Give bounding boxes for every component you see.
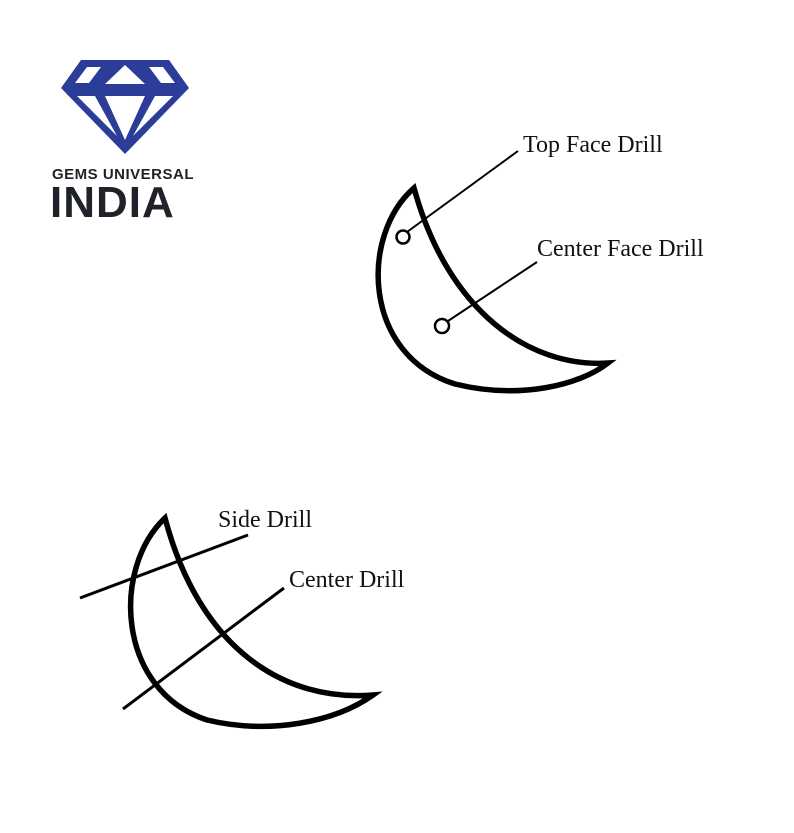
top-face-drill-hole — [395, 229, 411, 245]
moon-face-drill-diagram: Top Face Drill Center Face Drill — [375, 132, 704, 394]
top-face-drill-label: Top Face Drill — [523, 132, 663, 158]
center-face-drill-leader — [447, 261, 538, 322]
side-drill-line — [79, 533, 249, 600]
moon-shape-face — [375, 183, 617, 394]
moon-side-drill-diagram: Side Drill Center Drill — [79, 507, 405, 730]
brand-logo: GEMS UNIVERSAL INDIA — [48, 56, 208, 227]
moon-shape-side — [127, 512, 383, 730]
center-face-drill-label: Center Face Drill — [537, 236, 704, 262]
center-drill-line — [122, 586, 285, 711]
center-face-drill-hole — [433, 317, 451, 335]
side-drill-label: Side Drill — [218, 507, 312, 533]
diamond-icon — [61, 60, 189, 154]
brand-name-main: INDIA — [50, 178, 175, 227]
center-drill-label: Center Drill — [289, 567, 405, 593]
top-face-drill-leader — [406, 150, 519, 233]
brand-name-top: GEMS UNIVERSAL — [52, 166, 195, 183]
